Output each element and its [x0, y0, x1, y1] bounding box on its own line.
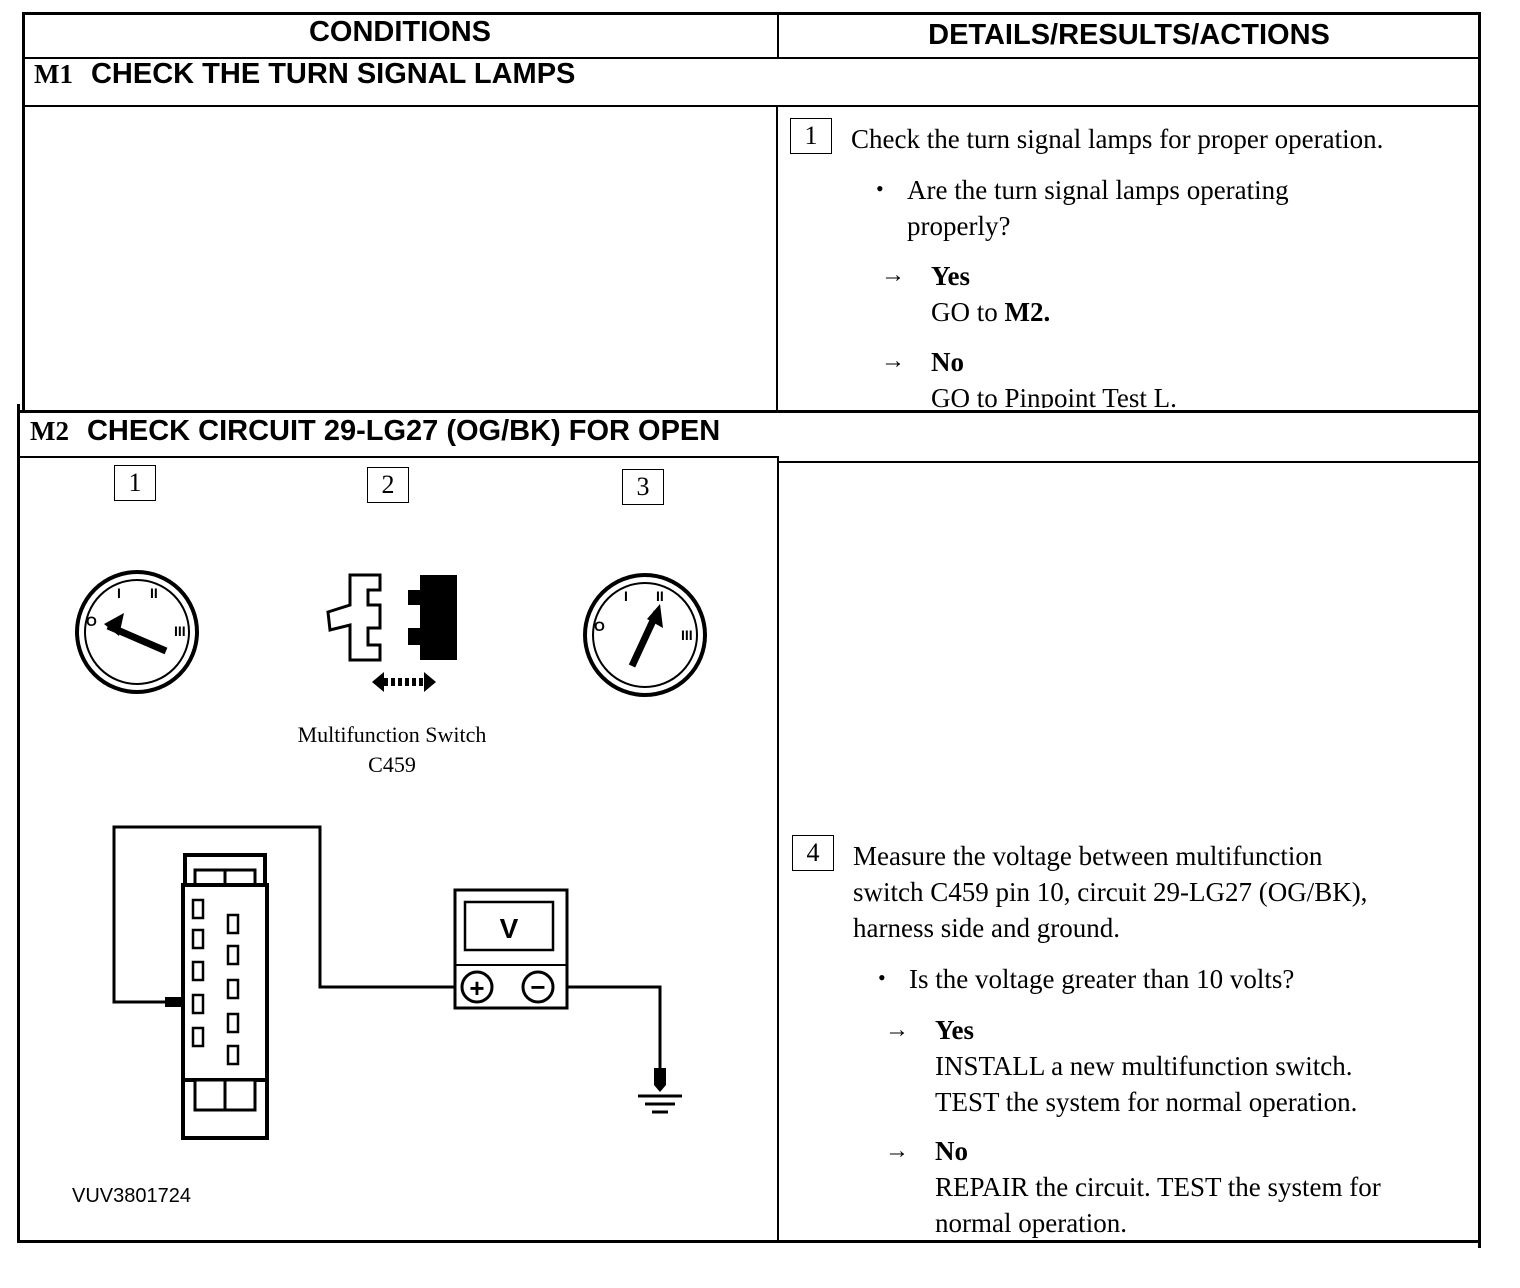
m1-instruction: Check the turn signal lamps for proper o… [851, 124, 1384, 154]
probe-tip-icon [165, 997, 185, 1007]
m2-figure-drawing: O I II III O I II III [75, 570, 707, 1140]
m1-step-number: 1 [790, 118, 832, 154]
ignition-run-icon [583, 573, 707, 697]
m2-title-divider-left [17, 456, 779, 458]
figure-step-1: 1 [114, 465, 156, 501]
m1-question-line1: Are the turn signal lamps operating [907, 175, 1289, 205]
m2-title: CHECK CIRCUIT 29-LG27 (OG/BK) FOR OPEN [86, 415, 721, 447]
ignition1-pos3-mark: III [174, 623, 186, 639]
table-border-top [23, 12, 1481, 15]
ignition3-pos2-mark: II [656, 588, 664, 604]
m1-title-divider [23, 105, 1481, 107]
ground-icon [638, 1094, 682, 1114]
m2-no-arrow-icon: → [885, 1138, 909, 1164]
ground-probe-icon [654, 1068, 666, 1092]
m2-no-label: No [935, 1136, 968, 1166]
m2-section-top [17, 410, 1481, 413]
voltmeter-minus-icon: − [530, 972, 545, 1002]
m1-no-action: GO to Pinpoint Test L. [931, 383, 1177, 408]
figure-step-3: 3 [622, 469, 664, 505]
m2-bullet-icon: • [878, 965, 886, 990]
m1-no-action-clip: GO to Pinpoint Test L. [931, 380, 1331, 408]
m1-id: M1 [34, 59, 73, 89]
m2-yes-arrow-icon: → [885, 1017, 909, 1043]
table-border-left-lower [17, 404, 20, 1242]
m2-title-row: M2 CHECK CIRCUIT 29-LG27 (OG/BK) FOR OPEN [30, 415, 720, 448]
m2-yes-action-line2: TEST the system for normal operation. [935, 1087, 1358, 1117]
m2-no-action-line1: REPAIR the circuit. TEST the system for [935, 1172, 1381, 1202]
ignition1-pos2-mark: II [150, 585, 158, 601]
ignition1-off-mark: O [86, 613, 97, 629]
m1-yes-action-target: M2. [1004, 297, 1051, 327]
m1-question-line2: properly? [907, 211, 1011, 241]
switch-label-line2: C459 [368, 752, 416, 777]
m1-yes-arrow-icon: → [881, 262, 905, 288]
m2-instruction-line2: switch C459 pin 10, circuit 29-LG27 (OG/… [853, 877, 1368, 907]
figure-step-2: 2 [367, 467, 409, 503]
voltmeter-plus-icon: + [469, 973, 484, 1003]
m2-yes-label: Yes [935, 1015, 974, 1045]
m1-title-row: M1 CHECK THE TURN SIGNAL LAMPS [34, 58, 575, 91]
ignition3-pos1-mark: I [624, 588, 628, 604]
connector-pins [191, 898, 240, 1066]
m2-instruction-line3: harness side and ground. [853, 913, 1120, 943]
header-conditions: CONDITIONS [308, 16, 492, 48]
table-border-bottom [17, 1240, 1481, 1243]
m2-title-divider-right [779, 461, 1479, 463]
ignition3-pos3-mark: III [681, 627, 693, 643]
table-border-right [1478, 12, 1481, 1248]
m1-yes-action-prefix: GO to [931, 297, 1005, 327]
column-divider-m1 [776, 105, 778, 411]
m2-instruction-line1: Measure the voltage between multifunctio… [853, 841, 1323, 871]
voltmeter-label: V [500, 913, 519, 944]
m1-yes-action: GO to M2. [931, 294, 1050, 330]
figure-code: VUV3801724 [72, 1185, 191, 1207]
header-divider [23, 57, 1481, 59]
voltmeter-icon [453, 888, 569, 1010]
m1-bullet-icon: • [876, 176, 884, 201]
test-leads [112, 825, 662, 1072]
switch-label-line1: Multifunction Switch [297, 722, 487, 747]
m2-yes-action-line1: INSTALL a new multifunction switch. [935, 1051, 1353, 1081]
m2-id: M2 [30, 416, 69, 446]
column-divider-header [777, 12, 779, 58]
m2-no-action-line2: normal operation. [935, 1208, 1127, 1238]
header-details: DETAILS/RESULTS/ACTIONS [928, 19, 1330, 51]
m1-yes-label: Yes [931, 261, 970, 291]
m1-no-arrow-icon: → [881, 348, 905, 374]
connector-disconnect-icon [326, 573, 457, 692]
m1-no-label: No [931, 347, 964, 377]
m1-title: CHECK THE TURN SIGNAL LAMPS [90, 58, 576, 90]
m2-step-number: 4 [792, 835, 834, 871]
connector-c459-icon [181, 853, 269, 1140]
ignition3-off-mark: O [594, 618, 605, 634]
m2-question: Is the voltage greater than 10 volts? [909, 964, 1295, 994]
column-divider-m2 [777, 456, 779, 1242]
ignition-off-icon [75, 570, 199, 694]
table-border-left-upper [22, 12, 25, 410]
ignition1-pos1-mark: I [117, 585, 121, 601]
